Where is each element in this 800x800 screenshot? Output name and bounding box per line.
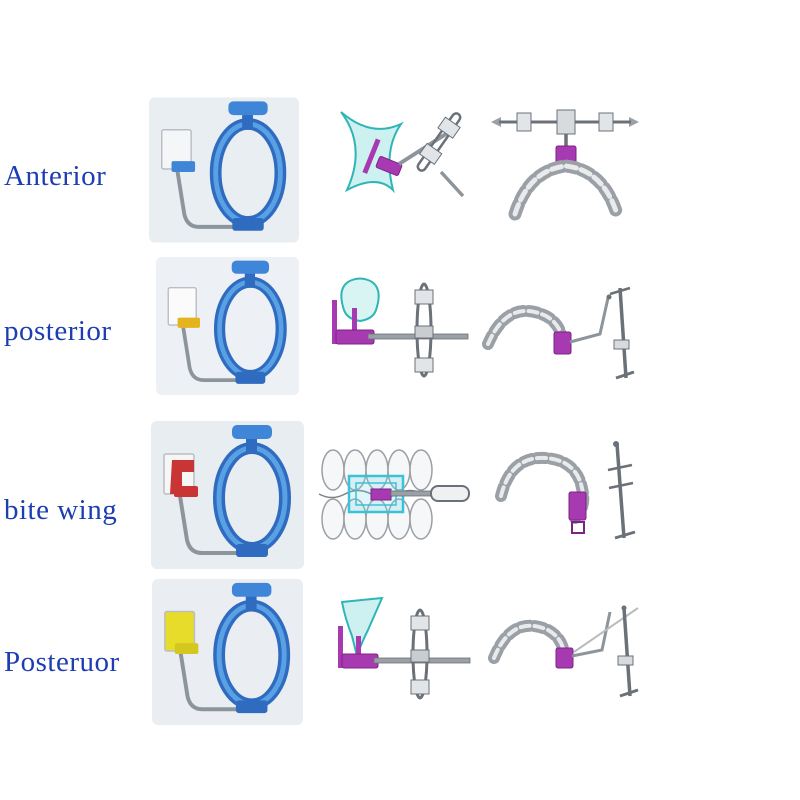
ring-bottom-clamp (236, 544, 268, 557)
bite-block (171, 161, 196, 172)
bite-block (174, 486, 198, 497)
diagram-posteruor-tooth-view (316, 596, 476, 708)
positioner-photo-illustration (156, 256, 299, 396)
instrument-shaft (618, 287, 628, 379)
photo-posterior-positioner (150, 256, 305, 396)
instrument-shaft (622, 607, 632, 697)
film-edge (338, 626, 343, 668)
film-edge (362, 138, 381, 174)
film-holder (375, 156, 403, 176)
indicator-rod (569, 297, 610, 344)
ring-bottom-clamp (235, 371, 266, 384)
ring-top-clip (232, 425, 272, 439)
positioner-photo-illustration (148, 97, 300, 243)
photo-anterior-positioner (148, 95, 300, 245)
film-holder (555, 647, 574, 669)
diagram-bitewing-arch-view (487, 436, 647, 551)
ring-bottom-clamp (232, 218, 264, 231)
instrument-shaft (615, 443, 626, 539)
posteruor-arch-diagram-illustration (488, 605, 639, 698)
ring-top-clip (231, 582, 272, 597)
photo-bitewing-positioner (150, 420, 305, 570)
bite-block (177, 317, 200, 328)
positioner-photo-illustration (152, 578, 303, 726)
bitewing-teeth-diagram-illustration (318, 449, 470, 540)
row-label-posteruor: Posteruor (4, 646, 120, 678)
bitewing-tab (170, 460, 194, 494)
posterior-arch-diagram-illustration (482, 286, 635, 380)
metal-indicator-arm (178, 652, 240, 712)
film-holder (370, 488, 392, 501)
dental-arch (488, 619, 571, 668)
ring-edge-view (416, 112, 462, 172)
metal-indicator-arm (181, 326, 240, 382)
ring-bottom-clamp (235, 700, 268, 714)
bitewing-arch-diagram-illustration (495, 441, 636, 540)
anterior-tooth-diagram-illustration (340, 111, 465, 198)
dental-arch (508, 159, 624, 221)
metal-indicator-arm (178, 495, 240, 555)
anterior-arch-diagram-illustration (491, 109, 639, 221)
film-edge (332, 300, 337, 344)
rod-handle (430, 485, 470, 502)
film-holder (568, 491, 587, 521)
film-holder (553, 331, 572, 355)
upper-teeth-row (321, 449, 433, 491)
tooth-cross-section (340, 596, 384, 660)
posterior-tooth-diagram-illustration (332, 277, 469, 378)
row-label-bite-wing: bite wing (4, 494, 118, 526)
bite-block (174, 643, 199, 654)
row-label-anterior: Anterior (4, 160, 107, 192)
diagram-bitewing-tooth-view (313, 442, 483, 547)
bite-block (341, 653, 379, 669)
handle-rod (439, 170, 465, 198)
positioner-photo-illustration (151, 421, 304, 569)
diagram-anterior-tooth-view (325, 98, 475, 238)
dental-arch (482, 304, 569, 354)
row-label-posterior: posterior (4, 315, 112, 347)
ring-top-clip (231, 260, 270, 274)
posteruor-tooth-diagram-illustration (338, 596, 471, 700)
ring-top-clip (228, 101, 268, 116)
diagram-posterior-arch-view (474, 282, 644, 387)
photo-posteruor-positioner (150, 578, 305, 726)
indicator-rod (571, 611, 612, 658)
diagram-posteruor-arch-view (478, 600, 648, 705)
molar-tooth (340, 277, 380, 323)
diagram-anterior-arch-view (485, 98, 645, 238)
metal-indicator-arm (175, 170, 237, 229)
diagram-posterior-tooth-view (308, 274, 473, 389)
